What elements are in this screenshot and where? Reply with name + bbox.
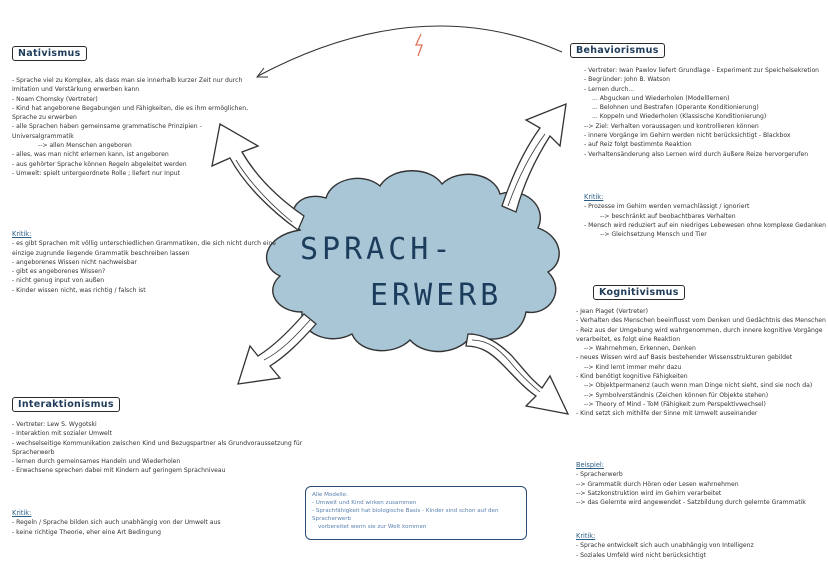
text-line: - Interaktion mit sozialer Umwelt xyxy=(12,430,112,438)
text-line: Imitation und Verstärkung erwerben kann xyxy=(12,86,140,94)
text-line: --> Satzkonstruktion wird im Gehirn vera… xyxy=(576,489,722,497)
behaviorismus-heading: Behaviorismus xyxy=(570,43,665,58)
text-line: - Noam Chomsky (Vertreter) xyxy=(12,95,98,103)
arrow-to-kognitivismus xyxy=(465,333,570,415)
text-line: - aus gehörter Sprache können Regeln abg… xyxy=(12,160,187,168)
text-line: - lernen durch gemeinsames Handeln und W… xyxy=(12,458,181,466)
text-line: --> allen Menschen angeboren xyxy=(38,142,132,150)
text-line: --> Symbolverständnis (Zeichen können fü… xyxy=(584,391,769,399)
kritik-label: Kritik: xyxy=(12,509,32,517)
text-line: ... Abgucken und Wiederholen (Modelllern… xyxy=(592,94,730,102)
note-title: Alle Modelle: xyxy=(312,492,348,498)
text-line: - Umwelt und Kind wirken zusammen xyxy=(312,500,417,506)
arc-arrowhead xyxy=(255,67,268,78)
kognitivismus-text: - Jean Piaget (Vertreter) - Verhalten de… xyxy=(576,307,826,419)
text-line: --> Grammatik durch Hören oder Lesen wah… xyxy=(576,480,739,488)
text-line: --> Wahrnehmen, Erkennen, Denken xyxy=(584,345,696,353)
nativismus-kritik: Kritik: - es gibt Sprachen mit völlig un… xyxy=(12,227,276,295)
text-line: - Mensch wird reduziert auf ein niedrige… xyxy=(584,221,826,229)
text-line: --> Gleichsetzung Mensch und Tier xyxy=(600,231,707,239)
text-line: einzige zugrunde liegende Grammatik besc… xyxy=(12,249,190,257)
text-line: --> Kind lernt immer mehr dazu xyxy=(584,363,682,371)
text-line: - Umwelt: spielt untergeordnete Rolle ; … xyxy=(12,169,180,177)
text-line: - keine richtige Theorie, eher eine Art … xyxy=(12,528,161,536)
kritik-label: Kritik: xyxy=(584,193,604,201)
arrow-to-nativismus xyxy=(211,122,305,231)
kognitivismus-heading: Kognitivismus xyxy=(593,285,685,300)
text-line: --> Objektpermanenz (auch wenn man Dinge… xyxy=(584,382,813,390)
interaktionismus-text: - Vertreter: Lew S. Wygotski - Interakti… xyxy=(12,420,302,476)
text-line: - Vertreter: Lew S. Wygotski xyxy=(12,421,97,428)
text-line: - Regeln / Sprache bilden sich auch unab… xyxy=(12,519,221,527)
text-line: - neues Wissen wird auf Basis bestehende… xyxy=(576,354,793,362)
text-line: --> das Gelernte wird angewendet - Satzb… xyxy=(576,499,806,507)
text-line: - innere Vorgänge im Gehirn werden nicht… xyxy=(584,132,791,140)
arrow-to-behaviorismus xyxy=(501,102,567,213)
text-line: - Spracherwerb xyxy=(576,471,623,479)
behaviorismus-kritik: Kritik: - Prozesse im Gehirn werden vern… xyxy=(584,190,826,239)
text-line: - Erwachsene sprechen dabei mit Kindern … xyxy=(12,467,226,475)
alle-modelle-note: Alle Modelle: - Umwelt und Kind wirken z… xyxy=(305,486,527,540)
interaktionismus-heading: Interaktionismus xyxy=(12,397,120,412)
text-line: - Prozesse im Gehirn werden vernachlässi… xyxy=(584,203,750,211)
lightning-icon xyxy=(414,33,423,57)
text-line: - angeborenes Wissen nicht nachweisbar xyxy=(12,258,137,266)
text-line: verarbeitet, es folgt eine Reaktion xyxy=(576,335,681,343)
behaviorismus-text: - Vertreter: Iwan Pawlov liefert Grundla… xyxy=(584,66,819,159)
text-line: - auf Reiz folgt bestimmte Reaktion xyxy=(584,141,692,149)
text-line: - Kinder wissen nicht, was richtig / fal… xyxy=(12,286,146,294)
beispiel-label: Beispiel: xyxy=(576,461,604,469)
text-line: Universalgrammatik xyxy=(12,132,74,140)
text-line: --> Theory of Mind - ToM (Fähigkeit zum … xyxy=(584,400,766,408)
center-title-line2: ERWERB xyxy=(370,278,503,313)
kritik-label: Kritik: xyxy=(576,532,596,540)
text-line: ... Koppeln und Wiederholen (Klassische … xyxy=(592,113,767,121)
text-line: - Sprache viel zu Komplex, als dass man … xyxy=(12,77,243,84)
text-line: - Verhaltensänderung also Lernen wird du… xyxy=(584,150,809,158)
text-line: Sprache zu erwerben xyxy=(12,114,77,122)
nativismus-text: - Sprache viel zu Komplex, als dass man … xyxy=(12,76,248,178)
text-line: - Jean Piaget (Vertreter) xyxy=(576,308,648,315)
text-line: - gibt es angeborenes Wissen? xyxy=(12,268,106,276)
text-line: - Kind benötigt kognitive Fähigkeiten xyxy=(576,373,688,381)
text-line: Spracherwerb xyxy=(12,448,55,456)
kognitivismus-kritik: Kritik: - Sprache entwickelt sich auch u… xyxy=(576,529,754,560)
center-title-line1: SPRACH- xyxy=(300,232,455,267)
text-line: vorbereitet wenn sie zur Welt kommen xyxy=(318,524,427,530)
nativismus-heading: Nativismus xyxy=(12,46,87,61)
text-line: - Lernen durch... xyxy=(584,85,635,93)
kognitivismus-beispiel: Beispiel: - Spracherwerb --> Grammatik d… xyxy=(576,458,806,507)
text-line: --> Ziel: Verhalten voraussagen und kont… xyxy=(584,122,759,130)
text-line: - wechselseitige Kommunikation zwischen … xyxy=(12,439,303,447)
text-line: - alles, was man nicht erlernen kann, is… xyxy=(12,151,169,159)
text-line: - nicht genug input von außen xyxy=(12,277,105,285)
text-line: - Soziales Umfeld wird nicht berücksicht… xyxy=(576,551,706,559)
text-line: - Begründer: John B. Watson xyxy=(584,76,670,84)
text-line: - alle Sprachen haben gemeinsame grammat… xyxy=(12,123,202,131)
text-line: - es gibt Sprachen mit völlig unterschie… xyxy=(12,240,276,248)
text-line: --> beschränkt auf beobachtbares Verhalt… xyxy=(600,212,736,220)
text-line: - Kind hat angeborene Begabungen und Fäh… xyxy=(12,104,249,112)
text-line: - Kind setzt sich mithilfe der Sinne mit… xyxy=(576,410,758,418)
arrow-to-interaktionismus xyxy=(237,313,317,385)
opposition-arc xyxy=(257,25,563,77)
text-line: - Vertreter: Iwan Pawlov liefert Grundla… xyxy=(584,67,820,74)
text-line: - Reiz aus der Umgebung wird wahrgenomme… xyxy=(576,326,823,334)
kritik-label: Kritik: xyxy=(12,230,32,238)
interaktionismus-kritik: Kritik: - Regeln / Sprache bilden sich a… xyxy=(12,506,221,537)
text-line: ... Belohnen und Bestrafen (Operante Kon… xyxy=(592,104,759,112)
text-line: - Sprache entwickelt sich auch unabhängi… xyxy=(576,542,754,550)
text-line: - Verhalten des Menschen beeinflusst vom… xyxy=(576,317,826,325)
text-line: - Sprachfähigkeit hat biologische Basis … xyxy=(312,508,499,522)
